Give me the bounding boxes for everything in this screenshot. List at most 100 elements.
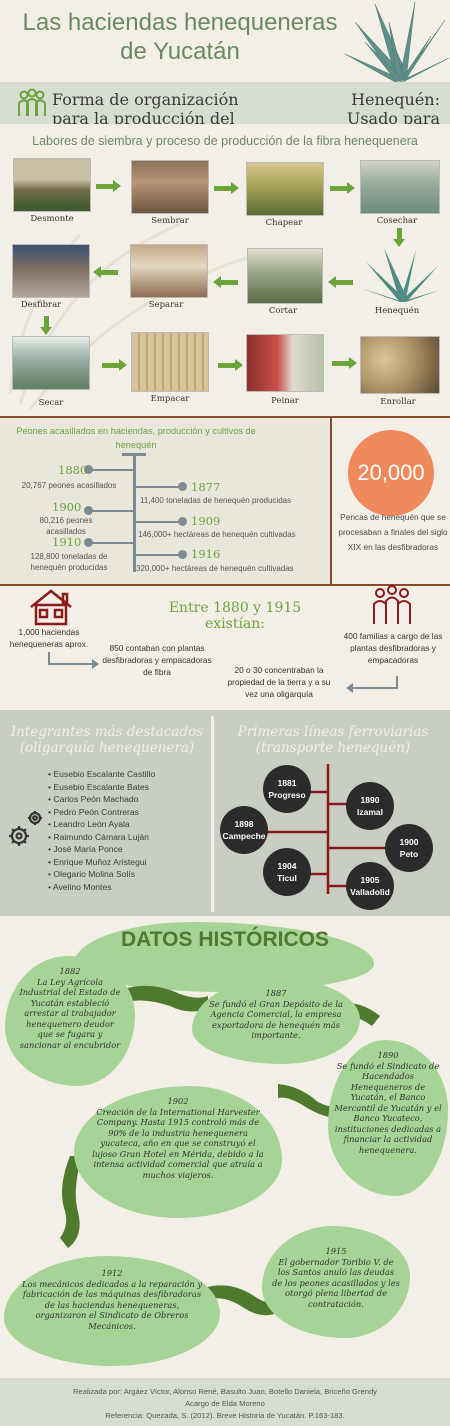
timeline-dot [84,465,93,474]
footer [0,1378,450,1426]
page-title: Las haciendas henequeneras de Yucatán [22,9,338,65]
timeline-dot [178,550,187,559]
member-item: • Leandro León Ayala [48,819,130,829]
timeline-bg [0,416,332,584]
haciendas-text: 1,000 haciendas henequeneras aprox. [9,627,89,649]
divider [211,716,214,912]
arrow-right-icon [330,182,355,194]
step-label: Henequén [374,306,420,316]
house-icon [30,589,72,626]
footer-reference: Referencia: Quezada, S. (2012). Breve Hi… [105,1411,345,1420]
photo-separar [130,244,208,298]
connector [48,652,50,664]
timeline-year: 1910 [52,535,82,549]
arrow-right-icon [102,359,127,371]
divider [330,418,332,584]
timeline-axis [133,456,136,572]
timeline-connector [86,510,133,512]
arrow-right-icon [92,659,99,669]
step-label: Separar [148,300,184,310]
process-title: Labores de siembra y proceso de producci… [32,134,418,148]
arrow-left-icon [213,276,238,288]
photo-chapear [246,162,324,216]
timeline-year: 1909 [191,514,221,528]
event-blob [5,956,135,1086]
photo-desfibrar [12,244,90,298]
gears-icon [9,811,42,846]
big-number-circle: 20,000 [348,430,434,516]
step-label: Cortar [268,306,298,316]
event-blob [74,1086,282,1218]
timeline-connector [86,542,133,544]
step-label: Desmonte [30,214,74,224]
footer-supervisor: Acargo de Elda Moreno [185,1399,265,1408]
family-icon [373,585,411,624]
datos-title: DATOS HISTÓRICOS [120,928,330,951]
agave-icon [345,2,450,83]
photo-desmonte [13,158,91,212]
timeline-dot [178,482,187,491]
ferrovias-title: Primeras líneas ferroviarias (transporte… [237,724,429,756]
timeline-year: 1880 [58,463,88,477]
connector [352,687,398,689]
step-label: Chapear [265,218,303,228]
familias-text: 400 familias a cargo de las plantas desf… [343,631,443,665]
photo-cortar [247,248,323,304]
member-item: • Carlos Peón Machado [48,794,139,804]
timeline-year: 1900 [52,500,82,514]
timeline-title: Peones acasillados en haciendas, producc… [16,426,256,450]
arrow-right-icon [96,180,121,192]
arrow-left-icon [328,276,353,288]
member-item: • Avelino Montes [48,881,112,892]
big-number: 20,000 [357,460,425,485]
step-label: Cosechar [376,216,418,226]
arrow-down-icon [40,316,52,335]
timeline-text: 146,000+ hectáreas de henequén cultivada… [138,530,296,539]
timeline-text: 11,400 toneladas de henequén producidas [140,496,292,505]
plantas-text: 850 contaban con plantas desfibradoras y… [102,643,212,677]
member-item: • Eusebio Escalante Castillo [48,769,156,779]
existian-title: Entre 1880 y 1915 existían: [168,600,302,632]
arrow-left-icon [93,266,118,278]
arrow-right-icon [218,359,243,371]
event-blob [192,978,360,1064]
timeline-dot [84,538,93,547]
photo-enrollar [360,336,440,394]
arrow-right-icon [214,182,239,194]
step-label: Peinar [271,396,299,406]
divider [0,584,450,586]
divider [0,416,450,418]
step-label: Empacar [150,394,190,404]
intro-band [0,82,450,124]
member-item: • Pedro Peón Contreras [48,806,139,817]
datos-connectors [60,985,380,1316]
timeline-dot [178,517,187,526]
step-label: Secar [38,398,64,408]
timeline-text: 320,000+ hectáreas de henequén cultivada… [136,564,294,573]
timeline-connector [136,554,182,556]
timeline-text: 128,800 toneladas de henequén producidas [30,552,108,572]
connector [48,663,94,665]
timeline-year: 1877 [191,480,221,494]
step-label: Sembrar [151,216,189,226]
photo-sembrar [131,160,209,214]
footer-authors: Realizada por: Argáez Víctor, Alonso Ren… [73,1387,377,1396]
timeline-connector [136,521,182,523]
photo-empacar [131,332,209,392]
member-item: • Eusebio Escalante Bates [48,781,149,792]
photo-cosechar [360,160,440,214]
member-item: • Raimundo Cámara Luján [48,831,149,842]
member-item: • Olegario Molina Solís [48,869,136,879]
member-item: • José María Ponce [48,844,123,854]
event-blob [328,1040,448,1196]
arrow-right-icon [332,357,357,369]
step-label: Enrollar [380,397,416,407]
